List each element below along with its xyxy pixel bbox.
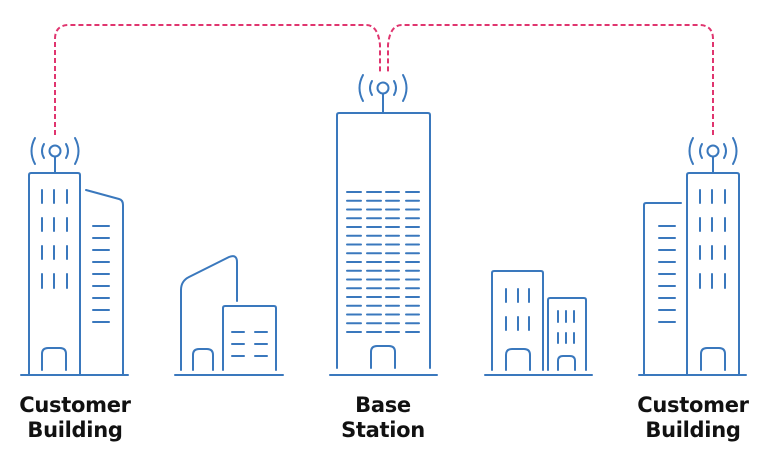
- windows: [658, 189, 726, 323]
- link-left: [54, 24, 381, 135]
- base-station-building: [329, 74, 438, 376]
- short-block: [547, 297, 587, 371]
- windows: [41, 189, 110, 323]
- door: [505, 348, 531, 371]
- label-line-1: Customer: [637, 393, 749, 417]
- side-wing: [85, 189, 124, 375]
- label-line-2: Building: [645, 418, 741, 442]
- side-wing: [643, 202, 682, 375]
- antenna-signal-icon: [358, 74, 408, 114]
- door: [557, 355, 576, 371]
- label-line-1: Base: [355, 393, 411, 417]
- customer-building-left: [20, 137, 129, 376]
- tower: [686, 172, 740, 375]
- antenna-signal-icon: [30, 137, 80, 174]
- customer-building-right: [638, 137, 747, 376]
- antenna-signal-icon: [688, 137, 738, 174]
- door: [41, 347, 67, 371]
- building-filler-left: [174, 255, 284, 376]
- label-customer-building-left: Customer Building: [0, 393, 150, 443]
- label-line-1: Customer: [19, 393, 131, 417]
- annex: [222, 305, 277, 371]
- tall-block: [491, 270, 544, 371]
- wireless-links: [54, 24, 714, 135]
- tower: [28, 172, 81, 375]
- door: [192, 348, 214, 371]
- tower: [336, 112, 431, 369]
- label-line-2: Station: [341, 418, 425, 442]
- door: [700, 347, 726, 371]
- building-filler-right: [484, 270, 593, 376]
- label-customer-building-right: Customer Building: [618, 393, 768, 443]
- link-right: [387, 24, 714, 135]
- label-base-station: Base Station: [308, 393, 458, 443]
- windows: [346, 191, 420, 333]
- curved-tower: [180, 255, 238, 371]
- label-line-2: Building: [27, 418, 123, 442]
- door: [370, 345, 396, 369]
